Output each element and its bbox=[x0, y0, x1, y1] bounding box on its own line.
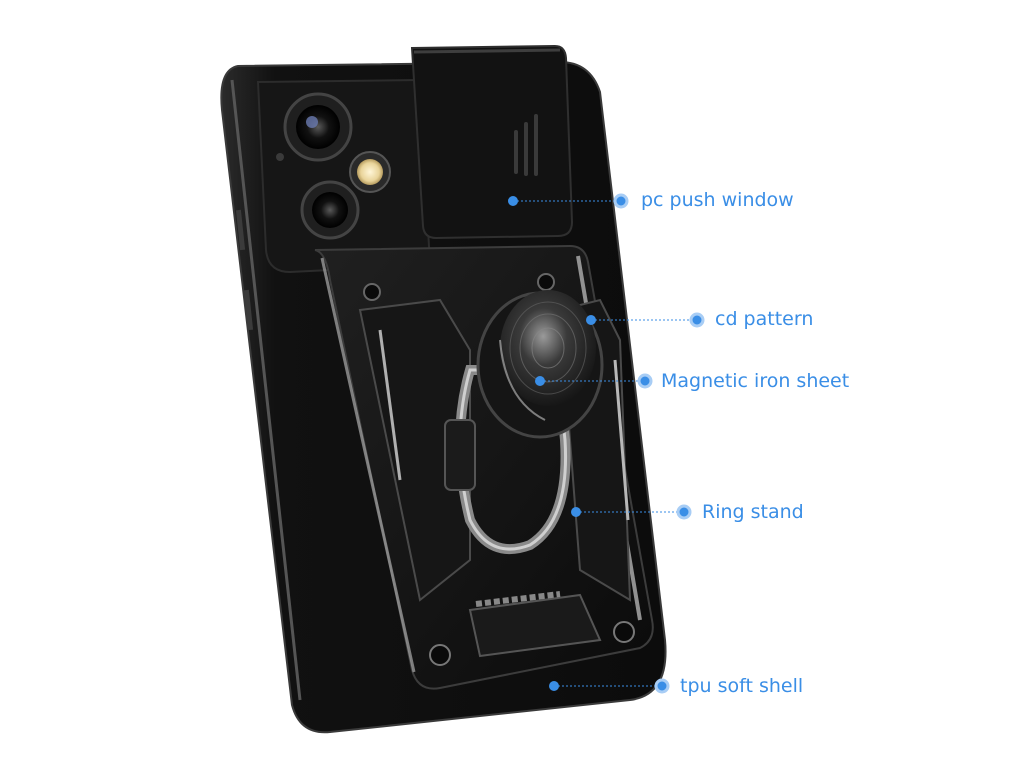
callout-pc-push-window: pc push window bbox=[641, 189, 794, 211]
callout-lines bbox=[508, 193, 705, 694]
callout-ring-stand: Ring stand bbox=[702, 501, 804, 523]
camera-module bbox=[256, 78, 432, 274]
callout-tpu-soft-shell: tpu soft shell bbox=[680, 675, 804, 697]
callout-magnetic-iron-sheet: Magnetic iron sheet bbox=[661, 370, 850, 392]
push-window-slider bbox=[410, 44, 574, 240]
magnetic-disc bbox=[476, 290, 604, 439]
callout-cd-pattern: cd pattern bbox=[715, 308, 814, 330]
